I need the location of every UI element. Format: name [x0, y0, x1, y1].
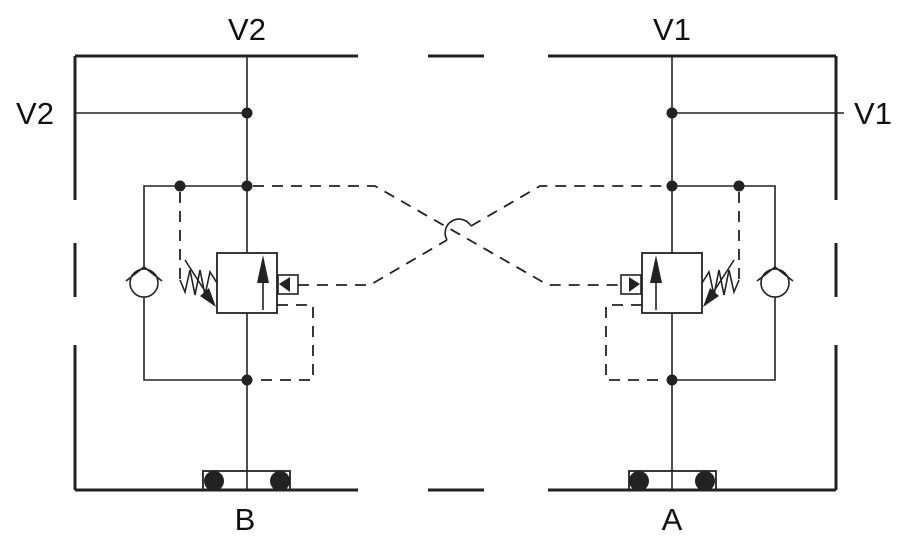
left-valve-section	[74, 55, 314, 492]
pilot-lines-crossover	[253, 185, 666, 286]
port-b-label: B	[235, 502, 256, 537]
port-v2-top-label: V2	[228, 12, 266, 47]
port-a-label: A	[662, 502, 683, 537]
port-v1-side-label: V1	[854, 96, 892, 131]
port-v1-top-label: V1	[653, 12, 691, 47]
port-v2-side-label: V2	[16, 96, 54, 131]
manifold-frame	[73, 54, 838, 492]
right-valve-section	[605, 55, 845, 492]
